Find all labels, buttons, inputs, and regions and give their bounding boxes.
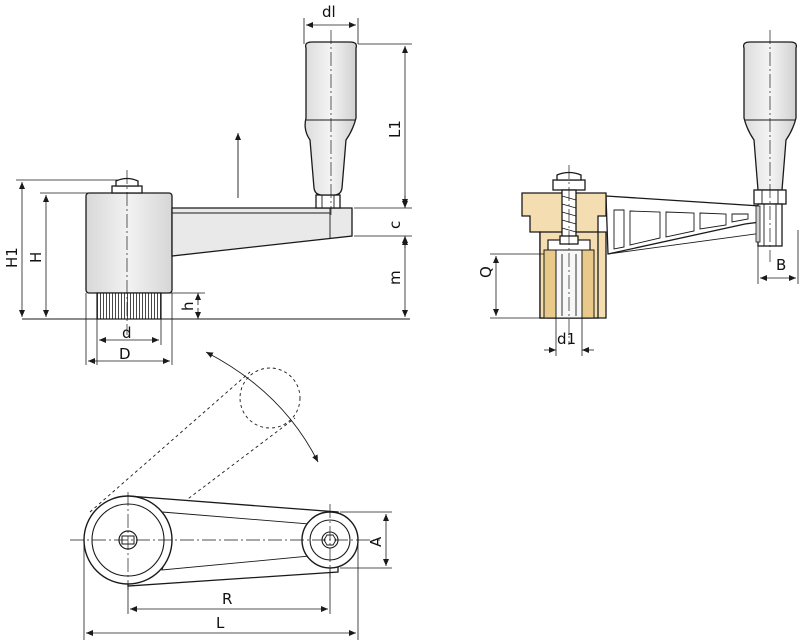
top-view: A R L	[70, 351, 392, 640]
label-H: H	[27, 252, 45, 263]
label-A: A	[367, 536, 385, 547]
section-arm	[605, 195, 761, 255]
label-d1: d1	[557, 330, 576, 348]
label-h: h	[179, 301, 197, 311]
hub-body	[85, 192, 173, 294]
label-L1: L1	[386, 120, 404, 138]
label-d: d	[122, 324, 132, 342]
label-B: B	[776, 256, 786, 274]
section-view: Q d1 B	[477, 30, 799, 356]
label-c: c	[386, 221, 404, 229]
label-D: D	[119, 345, 131, 363]
label-dl: dl	[322, 3, 336, 21]
label-m: m	[386, 270, 404, 285]
label-Q: Q	[477, 266, 495, 278]
knurled-ring	[96, 292, 162, 320]
label-H1: H1	[3, 247, 21, 268]
side-view: dl L1 c m H1 H h d D	[3, 3, 412, 365]
label-L: L	[216, 614, 225, 632]
label-R: R	[222, 590, 232, 608]
crank-arm	[171, 207, 353, 257]
